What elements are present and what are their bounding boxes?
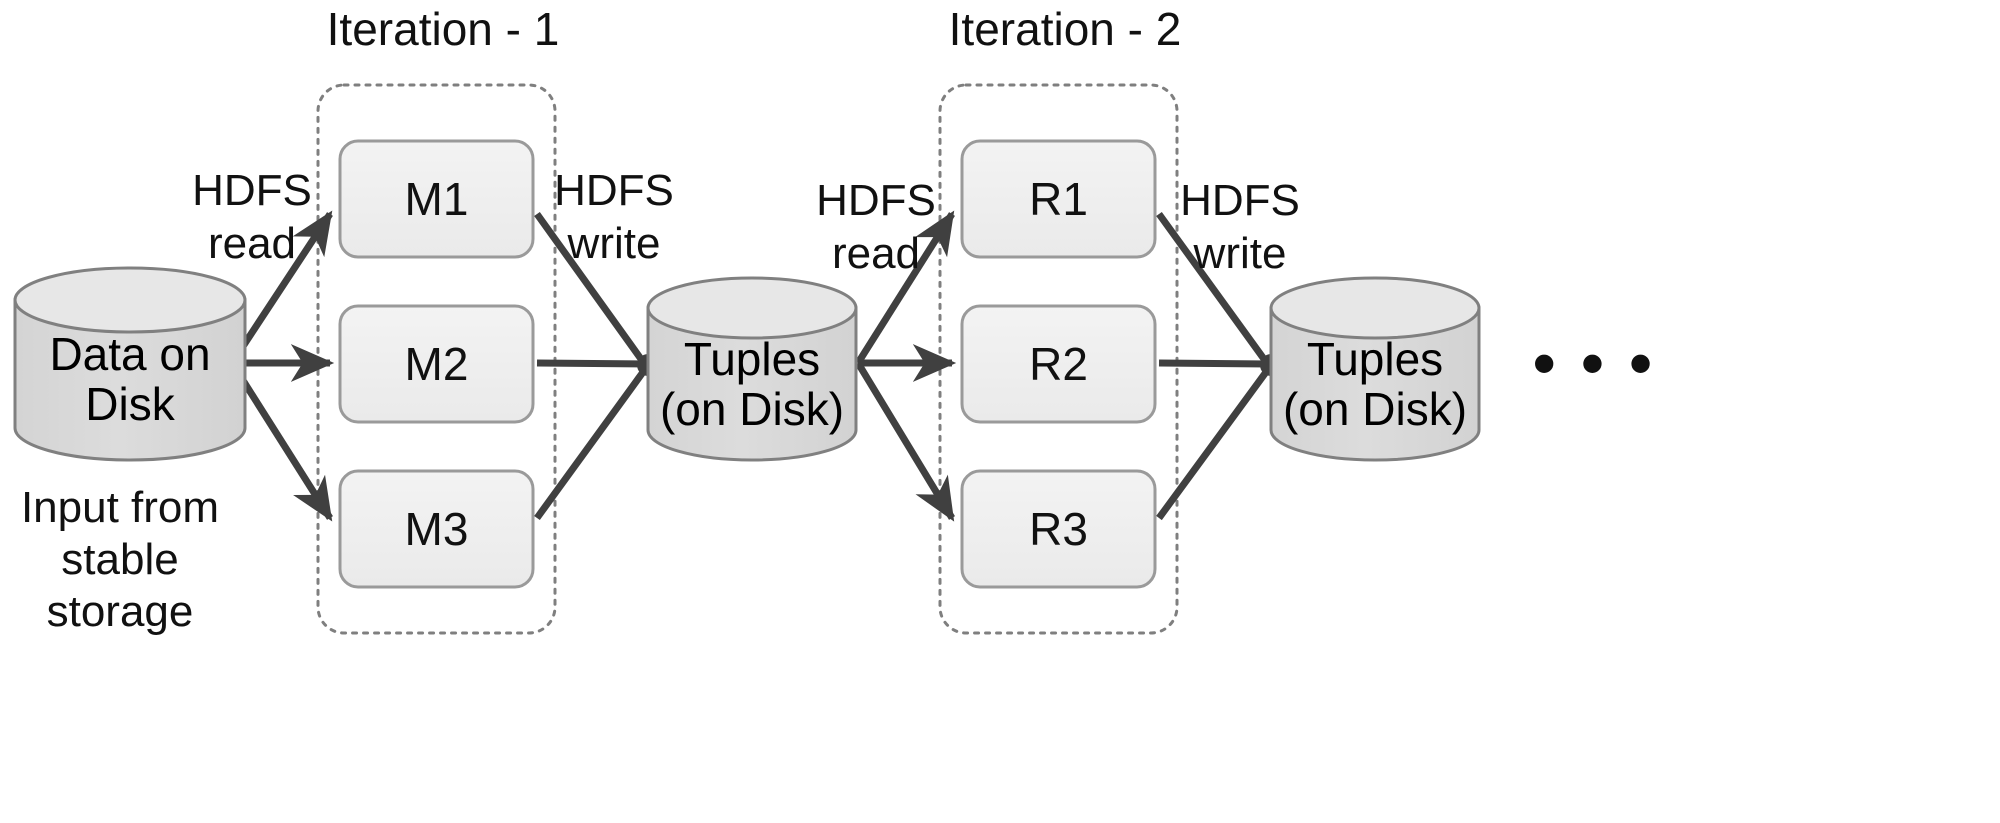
hdfs-write-1-line2: write <box>567 219 661 268</box>
iteration-group-1: Iteration - 1 M1 M2 M3 <box>316 3 560 635</box>
input-caption-line3: storage <box>47 587 194 636</box>
node-m2-label: M2 <box>405 338 469 390</box>
iteration-2-label: Iteration - 2 <box>949 3 1182 55</box>
store-tuples-disk-1[interactable]: Tuples (on Disk) <box>646 276 858 462</box>
tuples-disk-1-label-line1: Tuples <box>684 333 820 385</box>
continuation-ellipsis: • • • <box>1533 327 1656 399</box>
node-m2-box[interactable] <box>338 304 535 424</box>
input-caption: Input from stable storage <box>21 483 219 636</box>
hdfs-read-1-line2: read <box>208 219 296 268</box>
node-m3[interactable]: M3 <box>338 469 535 589</box>
edge-data-to-m1 <box>229 210 333 365</box>
node-m1-box[interactable] <box>338 139 535 259</box>
hdfs-write-2-line2: write <box>1193 229 1287 278</box>
node-r3[interactable]: R3 <box>960 469 1157 589</box>
input-caption-line2: stable <box>61 535 178 584</box>
hdfs-read-1-line1: HDFS <box>192 166 312 215</box>
iteration-1-label: Iteration - 1 <box>327 3 560 55</box>
iteration-group-2: Iteration - 2 R1 R2 R3 <box>938 3 1182 635</box>
input-caption-line1: Input from <box>21 483 219 532</box>
node-m1-label: M1 <box>405 173 469 225</box>
edge-tuples1-to-r1 <box>855 210 955 365</box>
store-data-on-disk[interactable]: Data on Disk <box>13 266 247 462</box>
tuples-disk-2-top <box>1269 276 1481 340</box>
data-on-disk-body[interactable] <box>13 298 247 462</box>
edge-tuples1-to-r3 <box>855 361 955 522</box>
edge-m2-to-tuples1 <box>536 359 647 368</box>
node-r3-label: R3 <box>1029 503 1088 555</box>
node-r3-box[interactable] <box>960 469 1157 589</box>
node-m3-label: M3 <box>405 503 469 555</box>
tuples-disk-2-label-line1: Tuples <box>1307 333 1443 385</box>
node-r2-box[interactable] <box>960 304 1157 424</box>
edges-layer <box>229 210 1272 522</box>
hdfs-write-2-line1: HDFS <box>1180 176 1300 225</box>
edge-data-to-m3 <box>229 361 333 522</box>
store-tuples-disk-2[interactable]: Tuples (on Disk) <box>1269 276 1481 462</box>
node-m2[interactable]: M2 <box>338 304 535 424</box>
edge-r2-to-tuples2 <box>1158 359 1270 368</box>
hdfs-read-2-line1: HDFS <box>816 176 936 225</box>
data-on-disk-label-line2: Disk <box>85 378 175 430</box>
node-r1-label: R1 <box>1029 173 1088 225</box>
node-r2[interactable]: R2 <box>960 304 1157 424</box>
tuples-disk-1-top <box>646 276 858 340</box>
node-m1[interactable]: M1 <box>338 139 535 259</box>
node-r1[interactable]: R1 <box>960 139 1157 259</box>
tuples-disk-2-label-line2: (on Disk) <box>1283 383 1467 435</box>
hdfs-read-2-line2: read <box>832 229 920 278</box>
tuples-disk-1-label-line2: (on Disk) <box>660 383 844 435</box>
edge-m1-to-tuples1 <box>534 211 649 369</box>
node-r2-label: R2 <box>1029 338 1088 390</box>
edge-r1-to-tuples2 <box>1156 211 1272 369</box>
tuples-disk-1-body[interactable] <box>646 306 858 462</box>
data-on-disk-top <box>13 266 247 334</box>
data-on-disk-label-line1: Data on <box>49 328 210 380</box>
edge-labels-layer: HDFS read HDFS write HDFS read HDFS writ… <box>192 166 1300 278</box>
tuples-disk-2-body[interactable] <box>1269 306 1481 462</box>
hdfs-write-1-line1: HDFS <box>554 166 674 215</box>
edge-r3-to-tuples2 <box>1156 365 1272 521</box>
edge-m3-to-tuples1 <box>534 365 649 521</box>
node-r1-box[interactable] <box>960 139 1157 259</box>
node-m3-box[interactable] <box>338 469 535 589</box>
